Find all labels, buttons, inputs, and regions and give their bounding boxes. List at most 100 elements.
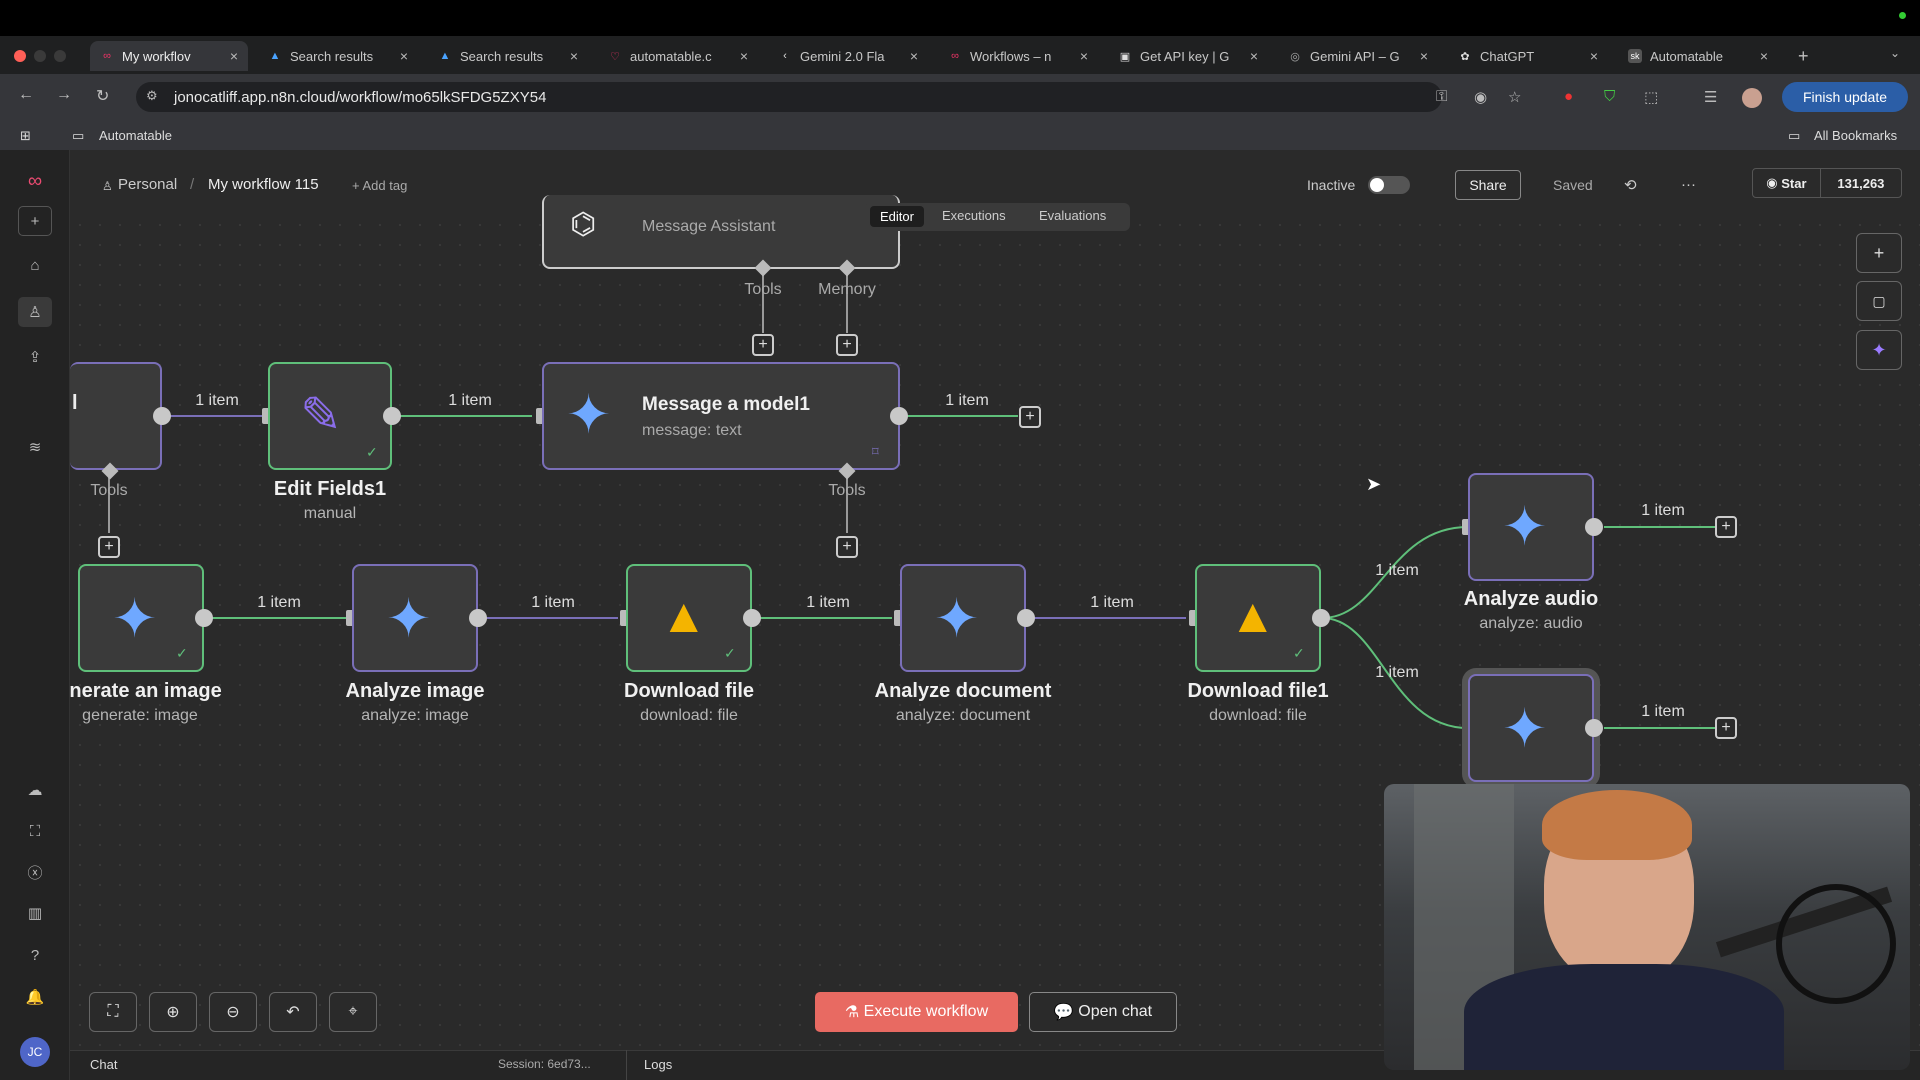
download-file1-node[interactable]	[1195, 564, 1321, 672]
profile-avatar-icon[interactable]	[1742, 88, 1762, 108]
zoom-in-icon[interactable]: ⊕	[149, 992, 197, 1032]
browser-tab[interactable]: sk Automatable ×	[1618, 41, 1778, 71]
bookmark-folder-automatable[interactable]: Automatable	[99, 128, 172, 143]
output-handle[interactable]	[469, 609, 487, 627]
finish-update-button[interactable]: Finish update	[1782, 82, 1908, 112]
undo-icon[interactable]: ↶	[269, 992, 317, 1032]
add-node-button[interactable]: +	[1715, 516, 1737, 538]
url-text[interactable]: jonocatliff.app.n8n.cloud/workflow/mo65l…	[174, 89, 547, 106]
close-tab-icon[interactable]: ×	[1589, 48, 1598, 64]
close-tab-icon[interactable]: ×	[229, 48, 238, 64]
add-node-button[interactable]: +	[1715, 717, 1737, 739]
site-settings-icon[interactable]: ⚙	[146, 88, 158, 103]
back-icon[interactable]: ←	[18, 86, 34, 103]
add-tool-button[interactable]: +	[752, 334, 774, 356]
github-star-widget[interactable]: ◉ Star 131,263	[1752, 168, 1902, 198]
media-controls-icon[interactable]: ☰	[1704, 89, 1718, 106]
templates-icon[interactable]: ⛶	[29, 822, 41, 840]
output-handle[interactable]	[1585, 518, 1603, 536]
chat-tab[interactable]: Chat	[90, 1057, 118, 1072]
input-handle[interactable]	[1189, 610, 1197, 626]
extension-icon[interactable]: ●	[1564, 88, 1574, 105]
personal-icon[interactable]: ♙	[18, 297, 52, 327]
analyze-image-node[interactable]	[352, 564, 478, 672]
close-window-icon[interactable]	[14, 50, 26, 62]
execute-workflow-button[interactable]: ⚗ Execute workflow	[815, 992, 1018, 1032]
previous-node[interactable]	[70, 362, 162, 470]
password-key-icon[interactable]: ⚿	[1436, 88, 1448, 105]
output-handle[interactable]	[1585, 719, 1603, 737]
tab-search-icon[interactable]: ⌄	[1890, 46, 1901, 60]
reload-icon[interactable]: ↻	[96, 88, 110, 105]
add-tool-button[interactable]: +	[98, 536, 120, 558]
browser-tab[interactable]: ♡ automatable.c ×	[598, 41, 758, 71]
close-tab-icon[interactable]: ×	[1759, 48, 1768, 64]
output-handle[interactable]	[383, 407, 401, 425]
active-toggle[interactable]	[1368, 176, 1410, 194]
history-icon[interactable]: ⟲	[1624, 177, 1637, 194]
address-bar[interactable]	[136, 82, 1442, 112]
zoom-out-icon[interactable]: ⊖	[209, 992, 257, 1032]
browser-tab[interactable]: ∞ Workflows – n ×	[938, 41, 1098, 71]
close-tab-icon[interactable]: ×	[1419, 48, 1428, 64]
tab-editor[interactable]: Editor	[870, 206, 924, 227]
puzzle-extensions-icon[interactable]: ⬚	[1644, 89, 1659, 106]
apps-grid-icon[interactable]: ⊞	[20, 128, 31, 143]
analyze-audio-node[interactable]	[1468, 473, 1594, 581]
logs-tab[interactable]: Logs	[644, 1057, 673, 1072]
bell-icon[interactable]: 🔔	[25, 989, 45, 1006]
open-chat-button[interactable]: 💬 Open chat	[1029, 992, 1177, 1032]
close-tab-icon[interactable]: ×	[909, 48, 918, 64]
maximize-window-icon[interactable]	[54, 50, 66, 62]
add-node-button[interactable]: +	[1019, 406, 1041, 428]
output-handle[interactable]	[890, 407, 908, 425]
close-tab-icon[interactable]: ×	[569, 48, 578, 64]
input-handle[interactable]	[536, 408, 544, 424]
input-handle[interactable]	[1462, 519, 1470, 535]
home-icon[interactable]: ⌂	[30, 256, 40, 274]
tab-executions[interactable]: Executions	[942, 208, 1006, 223]
browser-tab[interactable]: ▲ Search results ×	[269, 48, 408, 64]
input-handle[interactable]	[894, 610, 902, 626]
more-options-icon[interactable]: ···	[1681, 176, 1696, 193]
message-a-model-node[interactable]	[542, 362, 900, 470]
generate-image-node[interactable]	[78, 564, 204, 672]
output-handle[interactable]	[743, 609, 761, 627]
add-icon[interactable]: +	[18, 206, 52, 236]
minimize-window-icon[interactable]	[34, 50, 46, 62]
close-tab-icon[interactable]: ×	[739, 48, 748, 64]
close-tab-icon[interactable]: ×	[1079, 48, 1088, 64]
browser-tab[interactable]: ∞ My workflov ×	[90, 41, 248, 71]
workflow-name[interactable]: My workflow 115	[208, 176, 319, 193]
input-handle[interactable]	[262, 408, 270, 424]
output-handle[interactable]	[195, 609, 213, 627]
shield-extension-icon[interactable]: ⛉	[1604, 88, 1616, 105]
analyze-document-node[interactable]	[900, 564, 1026, 672]
tidy-up-icon[interactable]: ⌖	[329, 992, 377, 1032]
layers-icon[interactable]: ≋	[28, 439, 42, 456]
share-icon[interactable]: ⇪	[28, 349, 42, 366]
eye-off-icon[interactable]: ◉	[1474, 89, 1488, 106]
input-handle[interactable]	[346, 610, 354, 626]
add-node-icon[interactable]: +	[1856, 233, 1902, 273]
output-handle[interactable]	[153, 407, 171, 425]
forward-icon[interactable]: →	[56, 86, 72, 103]
add-memory-button[interactable]: +	[836, 334, 858, 356]
add-tag-button[interactable]: + Add tag	[352, 178, 408, 193]
input-handle[interactable]	[620, 610, 628, 626]
cloud-icon[interactable]: ☁	[27, 782, 43, 799]
browser-tab[interactable]: ▣ Get API key | G ×	[1119, 48, 1258, 64]
all-bookmarks-link[interactable]: All Bookmarks	[1814, 128, 1898, 143]
n8n-logo-icon[interactable]: ∞	[27, 169, 43, 192]
fit-view-icon[interactable]: ⛶	[89, 992, 137, 1032]
browser-tab[interactable]: ‹ Gemini 2.0 Fla ×	[768, 41, 928, 71]
download-file-node[interactable]	[626, 564, 752, 672]
browser-tab[interactable]: ◎ Gemini API – G ×	[1278, 41, 1438, 71]
sticky-note-icon[interactable]: ▢	[1856, 281, 1902, 321]
browser-tab[interactable]: ✿ ChatGPT ×	[1448, 41, 1608, 71]
message-assistant-node[interactable]	[542, 195, 900, 269]
help-icon[interactable]: ?	[30, 946, 40, 964]
github-star-button[interactable]: ◉ Star	[1766, 175, 1807, 191]
breadcrumb-project[interactable]: Personal	[118, 176, 178, 193]
user-avatar[interactable]: JC	[20, 1037, 50, 1067]
